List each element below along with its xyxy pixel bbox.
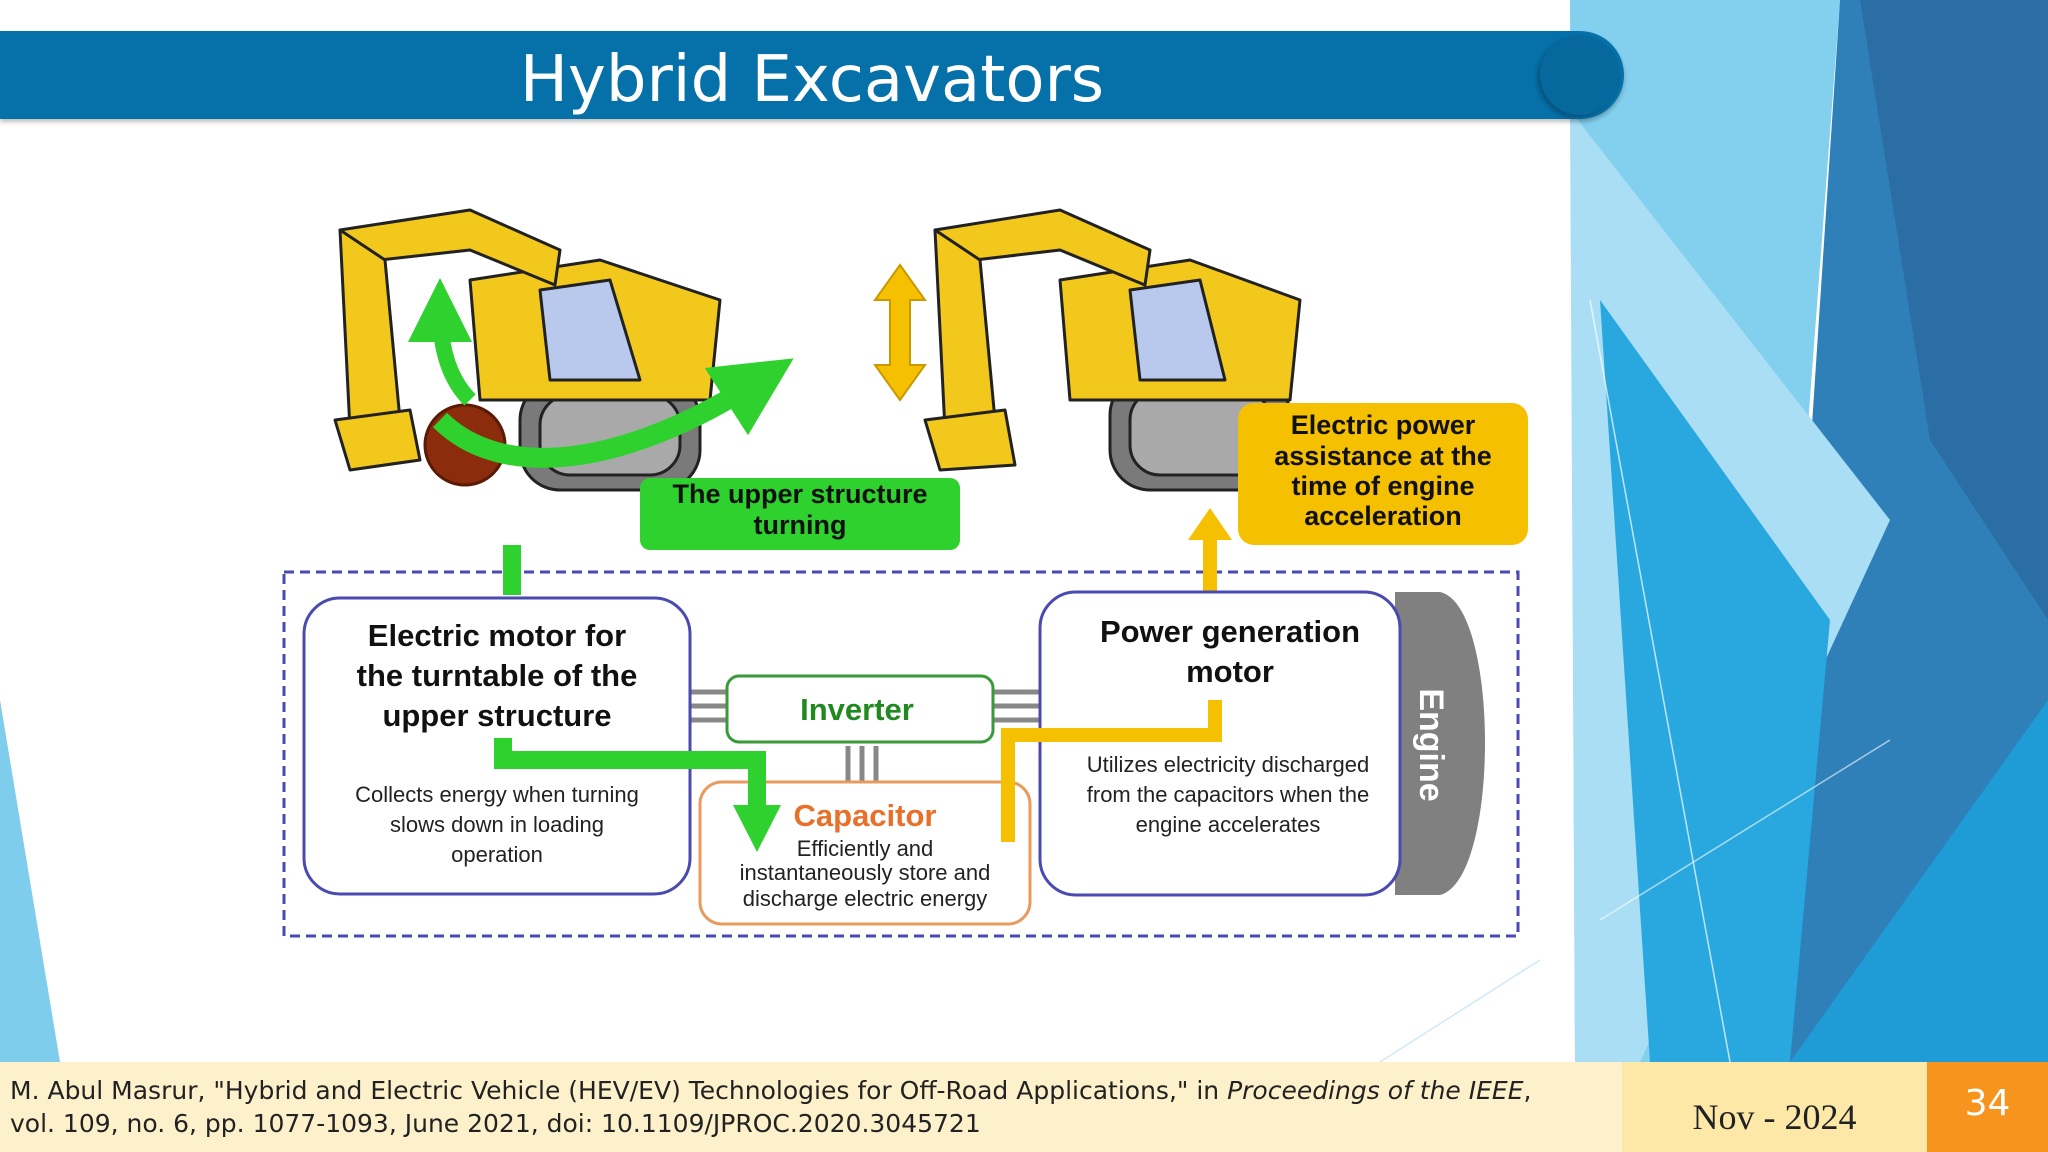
reference-citation: M. Abul Masrur, "Hybrid and Electric Veh… xyxy=(10,1074,1610,1140)
date-box xyxy=(1622,1062,1927,1152)
motor-box-desc-line3: operation xyxy=(451,842,543,867)
generator-box-desc-line1: Utilizes electricity discharged xyxy=(1087,752,1369,777)
motor-box-title-line3: upper structure xyxy=(382,698,611,733)
turning-label-line2: turning xyxy=(754,510,847,540)
power-assist-line2: assistance at the xyxy=(1274,441,1492,471)
slide-date: Nov - 2024 xyxy=(1692,1097,1857,1137)
generator-box-desc-line3: engine accelerates xyxy=(1136,812,1321,837)
power-assist-line1: Electric power xyxy=(1291,410,1476,440)
capacitor-title: Capacitor xyxy=(794,798,937,833)
generator-box-title-line2: motor xyxy=(1186,654,1274,689)
reference-line2: vol. 109, no. 6, pp. 1077-1093, June 202… xyxy=(10,1109,981,1138)
right-excavator-illustration xyxy=(923,208,1302,492)
hybrid-excavator-diagram: The upper structure turning Electric pow… xyxy=(282,208,1528,938)
capacitor-desc-line1: Efficiently and xyxy=(797,836,934,861)
capacitor-desc-line3: discharge electric energy xyxy=(743,886,988,911)
reference-text-part1: M. Abul Masrur, "Hybrid and Electric Veh… xyxy=(10,1076,1228,1105)
page-number-box xyxy=(1927,1062,2048,1152)
power-assist-line3: time of engine xyxy=(1291,471,1474,501)
title-bar xyxy=(0,31,1624,119)
motor-box-title-line2: the turntable of the xyxy=(357,658,638,693)
motor-box-desc-line1: Collects energy when turning xyxy=(355,782,639,807)
power-assist-line4: acceleration xyxy=(1304,501,1462,531)
inverter-label: Inverter xyxy=(800,692,914,727)
page-number: 34 xyxy=(1964,1083,2011,1124)
motor-box-title-line1: Electric motor for xyxy=(368,618,626,653)
capacitor-desc-line2: instantaneously store and xyxy=(740,860,991,885)
reference-journal: Proceedings of the IEEE xyxy=(1227,1076,1524,1105)
generator-box-title-line1: Power generation xyxy=(1100,614,1360,649)
reference-text-part2: , xyxy=(1523,1076,1532,1105)
motor-box-desc-line2: slows down in loading xyxy=(390,812,604,837)
generator-box-desc-line2: from the capacitors when the xyxy=(1087,782,1369,807)
reference-box xyxy=(0,1062,1622,1152)
engine-label: Engine xyxy=(1412,688,1450,801)
turning-label-line1: The upper structure xyxy=(672,479,927,509)
slide-title: Hybrid Excavators xyxy=(519,43,1105,117)
